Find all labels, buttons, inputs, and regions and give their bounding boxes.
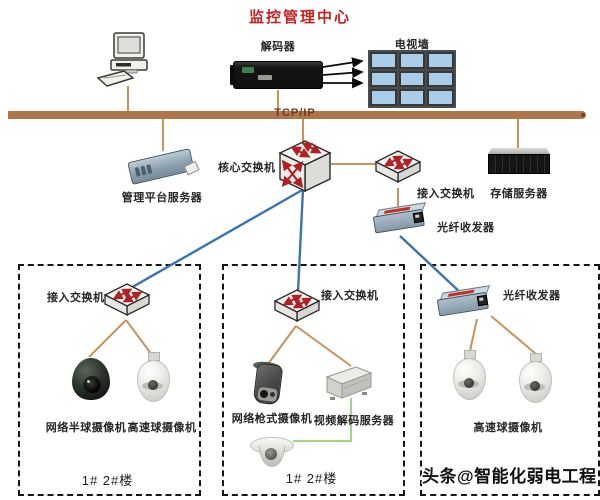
tcpip-label: TCP/IP <box>274 107 316 119</box>
tcpip-bus-bar <box>8 111 586 119</box>
camera-lens <box>265 448 277 460</box>
decoder-logo-badge <box>242 67 254 73</box>
zone2-switch-label: 接入交换机 <box>321 290 379 302</box>
zone3-box <box>420 264 600 496</box>
decoder-rack-ear <box>230 65 235 85</box>
management-server-icon <box>126 147 200 189</box>
zone2-box <box>222 264 405 496</box>
decoder-label: 解码器 <box>260 41 296 53</box>
zone1-camera1-label: 网络半球摄像机 <box>45 422 127 434</box>
storage-server-icon <box>488 148 550 178</box>
tv-screen <box>398 52 426 69</box>
video-decode-server-icon <box>325 366 373 400</box>
camera-lens <box>148 380 158 390</box>
camera-lens <box>83 376 102 395</box>
zone2-decode-server-label: 视频解码服务器 <box>313 415 395 427</box>
tv-screen <box>370 70 397 88</box>
zone2-building-label: 1# 2#楼 <box>285 471 338 486</box>
tv-wall-icon <box>368 50 456 108</box>
page-title: 监控管理中心 <box>248 9 351 26</box>
tv-screen <box>427 70 454 88</box>
zone1-box <box>18 264 201 496</box>
server-drive-bays <box>488 154 550 174</box>
speed-dome-camera-icon <box>452 350 486 410</box>
speed-dome-camera-icon <box>518 353 552 411</box>
core-switch-label: 核心交换机 <box>218 162 276 174</box>
zone2-camera1-label: 网络枪式摄像机 <box>231 413 313 425</box>
zone1-camera2-label: 高速球摄像机 <box>127 422 197 434</box>
fiber-transceiver-label: 光纤收发器 <box>437 222 495 234</box>
fiber-transceiver-icon <box>372 200 435 245</box>
camera-lens <box>530 381 540 391</box>
server-chassis <box>127 148 200 185</box>
tv-screen <box>370 89 397 106</box>
speed-dome-camera-icon <box>136 352 170 410</box>
core-switch-icon <box>278 140 332 193</box>
management-server-label: 管理平台服务器 <box>121 192 203 204</box>
tv-screen <box>427 52 454 69</box>
zone3-camera-label: 高速球摄像机 <box>473 422 543 434</box>
camera-lens <box>260 390 268 398</box>
tv-screen <box>370 52 397 69</box>
watermark-text: 头条@智能化弱电工程 <box>422 467 597 486</box>
management-workstation-icon <box>96 32 148 87</box>
bus-end-cap <box>581 113 585 117</box>
camera-lens <box>464 378 474 388</box>
tv-wall-label: 电视墙 <box>394 39 430 51</box>
zone2-access-switch-icon <box>273 289 321 323</box>
tv-screen <box>398 70 426 88</box>
tv-screen <box>427 89 454 106</box>
access-switch-icon <box>374 150 422 184</box>
access-switch-label: 接入交换机 <box>417 188 475 200</box>
dome-camera-icon <box>72 356 110 406</box>
decoder-device-icon <box>230 61 323 89</box>
zone1-switch-label: 接入交换机 <box>47 292 105 304</box>
zone1-building-label: 1# 2#楼 <box>81 473 134 488</box>
storage-server-label: 存储服务器 <box>490 188 548 200</box>
bullet-camera-icon <box>250 360 286 410</box>
zone1-access-switch-icon <box>103 283 151 317</box>
zone3-fiber-label: 光纤收发器 <box>503 290 561 302</box>
ceiling-dome-camera-icon <box>250 434 294 472</box>
tv-screen <box>398 89 426 106</box>
server-top <box>488 148 550 154</box>
decoder-label-sticker <box>258 75 272 80</box>
